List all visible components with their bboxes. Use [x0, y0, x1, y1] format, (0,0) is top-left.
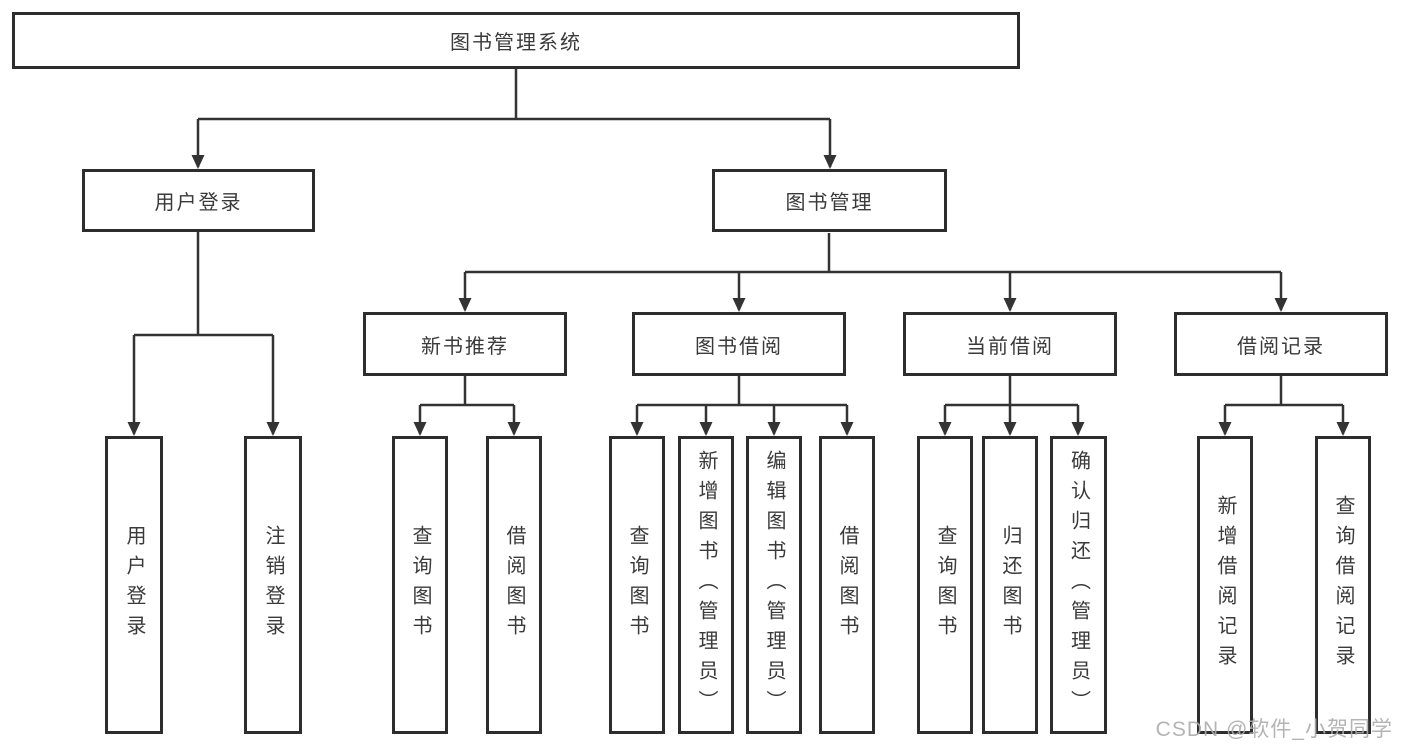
- node-current-borrowing: 当前借阅: [903, 312, 1117, 376]
- leaf-query-books-current: 查询图书: [917, 436, 973, 734]
- node-library-management-system: 图书管理系统: [12, 12, 1020, 69]
- leaf-borrow-books-borrowing: 借阅图书: [819, 436, 875, 734]
- leaf-logout-login: 注销登录: [244, 436, 302, 734]
- leaf-user-login: 用户登录: [105, 436, 163, 734]
- leaf-add-books-admin: 新增图书（管理员）: [678, 436, 734, 734]
- node-new-book-recommendation: 新书推荐: [363, 312, 567, 376]
- watermark: CSDN @软件_小贺同学: [1155, 718, 1393, 741]
- leaf-query-books-recommend: 查询图书: [392, 436, 448, 734]
- leaf-add-borrow-record: 新增借阅记录: [1197, 436, 1253, 734]
- node-book-management: 图书管理: [712, 169, 947, 232]
- leaf-borrow-books-recommend: 借阅图书: [486, 436, 542, 734]
- leaf-query-borrow-record: 查询借阅记录: [1315, 436, 1371, 734]
- leaf-edit-books-admin: 编辑图书（管理员）: [746, 436, 802, 734]
- node-user-login: 用户登录: [82, 169, 315, 232]
- node-borrowing-records: 借阅记录: [1174, 312, 1388, 376]
- node-book-borrowing: 图书借阅: [632, 312, 846, 376]
- leaf-confirm-return-admin: 确认归还（管理员）: [1050, 436, 1107, 734]
- leaf-return-books: 归还图书: [982, 436, 1038, 734]
- leaf-query-books-borrowing: 查询图书: [609, 436, 665, 734]
